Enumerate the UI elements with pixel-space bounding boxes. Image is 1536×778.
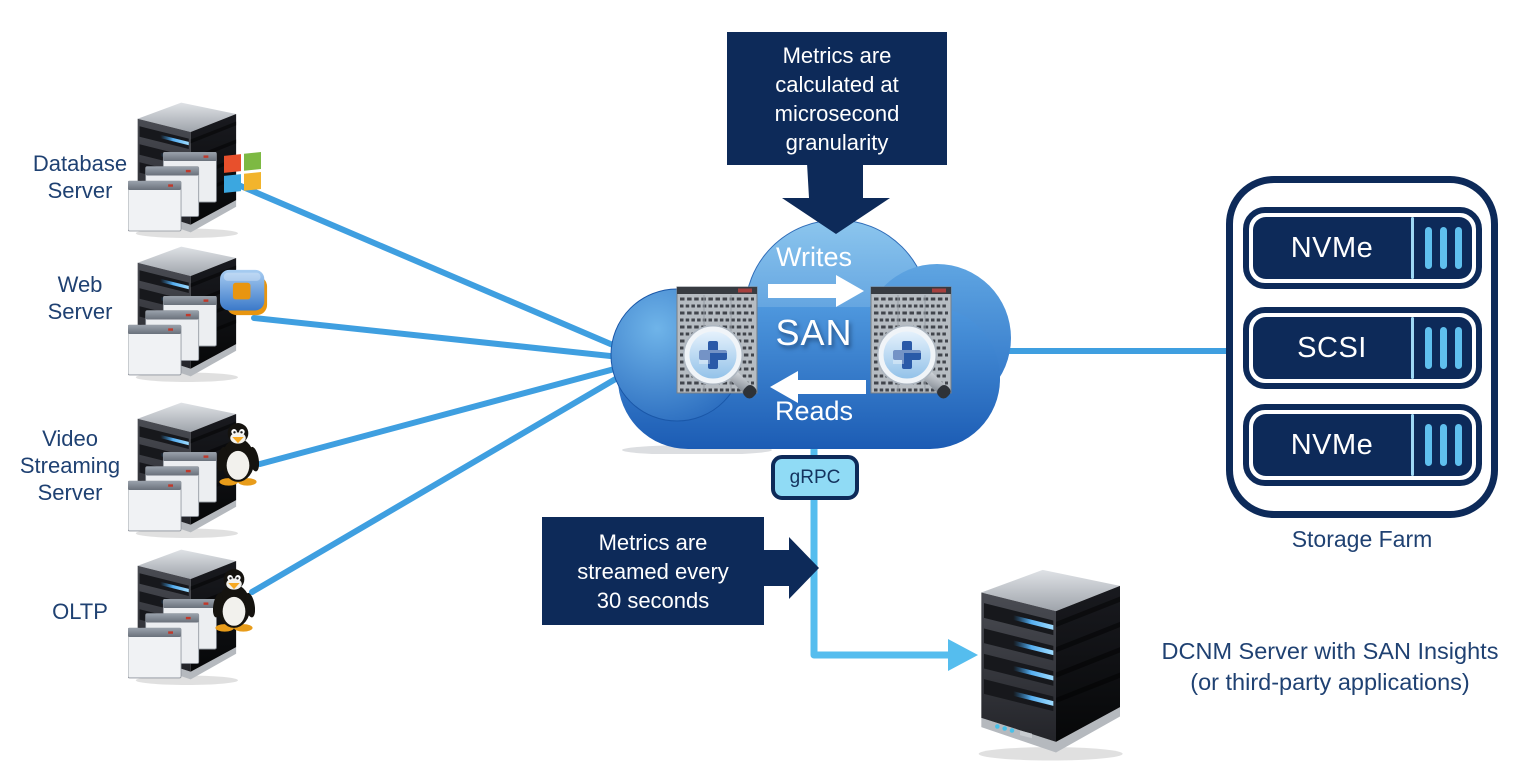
window-stack-icon (128, 296, 217, 376)
disk-bars-icon (1414, 227, 1472, 269)
callout-top-line: microsecond (774, 101, 900, 126)
window-stack-icon (128, 452, 217, 532)
server-label-oltp: OLTP (52, 599, 108, 624)
grpc-label: gRPC (789, 466, 841, 488)
dcnm-arrowhead-icon (948, 639, 978, 671)
reads-arrow-icon (770, 371, 866, 403)
storage-unit-label: NVMe (1290, 231, 1374, 264)
storage-farm-label: Storage Farm (1291, 526, 1433, 552)
callout-metrics-calculated: Metrics are calculated at microsecond gr… (727, 32, 947, 165)
disk-bars-icon (1414, 327, 1472, 369)
storage-farm: NVMe SCSI NVMe (1226, 176, 1498, 518)
callout-top-line: Metrics are (782, 43, 892, 68)
storage-unit: SCSI (1243, 307, 1482, 389)
writes-arrow-icon (768, 275, 864, 307)
callout-top-line: calculated at (775, 72, 899, 97)
server-to-cloud-links (233, 181, 651, 595)
window-stack-icon (128, 152, 217, 232)
storage-unit: NVMe (1243, 207, 1482, 289)
server-label-web: Web Server (47, 272, 113, 324)
disk-bars-icon (1414, 424, 1472, 466)
server-label-database: Database Server (32, 151, 128, 203)
callout-stream-right-arrow-icon (764, 537, 819, 599)
storage-unit-divider (1411, 414, 1414, 476)
vmware-logo-icon (220, 269, 268, 316)
callout-stream-line: 30 seconds (596, 588, 710, 613)
cloud-writes-label: Writes (775, 242, 852, 272)
tux-icon (213, 569, 255, 632)
dcnm-server-tower-icon (978, 569, 1123, 761)
dcnm-server-label: DCNM Server with SAN Insights (or third-… (1161, 638, 1499, 695)
tux-icon (217, 423, 259, 486)
windows-logo-icon (224, 152, 261, 193)
cloud-san-title: SAN (775, 312, 853, 353)
window-stack-icon (128, 599, 217, 679)
storage-unit-label: SCSI (1297, 331, 1367, 364)
storage-unit-label: NVMe (1290, 428, 1374, 461)
server-label-video-streaming: Video Streaming Server (19, 426, 121, 505)
storage-unit: NVMe (1243, 404, 1482, 486)
cloud-reads-label: Reads (774, 396, 854, 426)
storage-unit-divider (1411, 217, 1414, 279)
callout-top-line: granularity (785, 130, 889, 155)
callout-top-down-arrow-icon (782, 163, 890, 234)
cloud-to-dcnm-link (810, 436, 950, 659)
callout-metrics-streamed: Metrics are streamed every 30 seconds (542, 517, 764, 625)
callout-stream-line: Metrics are (598, 530, 708, 555)
storage-unit-divider (1411, 317, 1414, 379)
callout-stream-line: streamed every (577, 559, 729, 584)
grpc-badge: gRPC (771, 455, 859, 500)
